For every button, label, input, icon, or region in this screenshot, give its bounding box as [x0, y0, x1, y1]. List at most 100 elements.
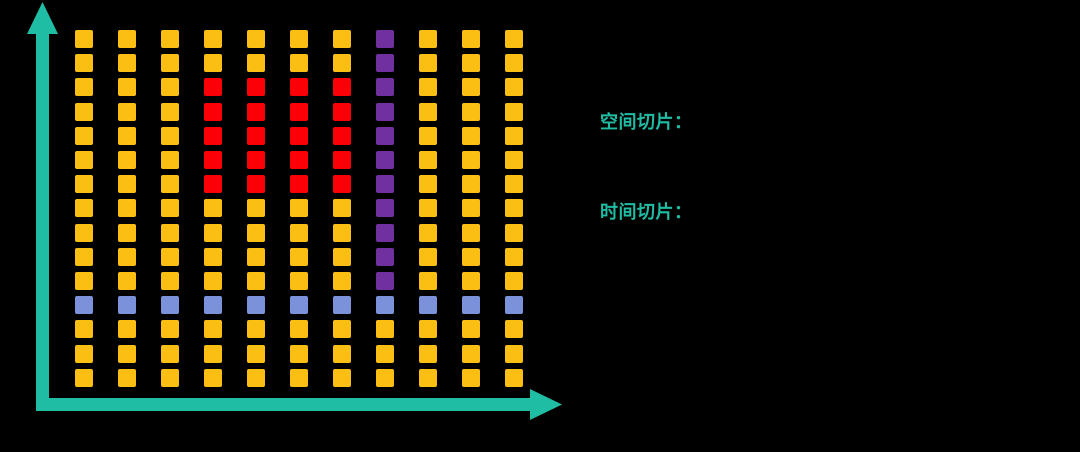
grid-cell — [75, 344, 93, 363]
grid-cell — [462, 247, 480, 266]
grid-cell — [376, 247, 394, 266]
grid-cell — [376, 296, 394, 315]
grid-cell — [505, 344, 523, 363]
grid-cell — [247, 126, 265, 145]
grid-cell — [333, 126, 351, 145]
grid-cell — [505, 102, 523, 121]
grid-cell — [376, 126, 394, 145]
grid-cell — [161, 102, 179, 121]
grid-cell — [333, 223, 351, 242]
grid-cell — [462, 272, 480, 290]
grid-cell — [204, 296, 222, 315]
grid-cell — [333, 344, 351, 363]
grid-cell — [118, 368, 136, 387]
grid-cell — [204, 199, 222, 218]
grid-cell — [75, 223, 93, 242]
grid-cell — [161, 126, 179, 145]
grid-cell — [462, 199, 480, 218]
grid-cell — [505, 296, 523, 315]
grid-cell — [505, 223, 523, 242]
grid-cell — [333, 175, 351, 194]
grid-cell — [419, 30, 437, 48]
grid-cell — [161, 223, 179, 242]
grid-cell — [505, 151, 523, 169]
grid-cell — [462, 368, 480, 387]
grid-cell — [118, 102, 136, 121]
grid-cell — [204, 175, 222, 194]
grid-cell — [376, 368, 394, 387]
grid-cell — [462, 30, 480, 48]
grid-cell — [75, 175, 93, 194]
grid-cell — [333, 296, 351, 315]
temporal-slice-label: 时间切片： — [600, 202, 693, 223]
grid-cell — [333, 199, 351, 218]
grid-cell — [118, 151, 136, 169]
grid-cell — [118, 296, 136, 315]
grid-cell — [462, 175, 480, 194]
grid-cell — [462, 126, 480, 145]
grid-cell — [75, 199, 93, 218]
grid-cell — [118, 320, 136, 339]
grid-cell — [419, 54, 437, 73]
grid-cell — [118, 199, 136, 218]
grid-cell — [505, 175, 523, 194]
grid-cell — [247, 102, 265, 121]
grid-cell — [505, 247, 523, 266]
grid-cell — [161, 320, 179, 339]
grid-cell — [75, 368, 93, 387]
grid-cell — [204, 368, 222, 387]
grid-cell — [419, 223, 437, 242]
grid-cell — [75, 30, 93, 48]
grid-cell — [161, 272, 179, 290]
grid-cell — [204, 272, 222, 290]
grid-cell — [161, 78, 179, 97]
grid-cell — [505, 199, 523, 218]
grid-cell — [505, 320, 523, 339]
grid-cell — [462, 320, 480, 339]
grid-cell — [505, 78, 523, 97]
grid-cell — [462, 151, 480, 169]
grid-cell — [333, 320, 351, 339]
grid-cell — [118, 247, 136, 266]
grid-cell — [376, 199, 394, 218]
grid-cell — [161, 30, 179, 48]
grid-cell — [462, 296, 480, 315]
grid-cell — [419, 78, 437, 97]
grid-cell — [419, 175, 437, 194]
grid-cell — [419, 102, 437, 121]
grid-cell — [247, 151, 265, 169]
grid-cell — [290, 54, 308, 73]
grid-cell — [290, 272, 308, 290]
grid-cell — [75, 247, 93, 266]
grid-cell — [333, 78, 351, 97]
grid-cell — [161, 54, 179, 73]
grid-cell — [333, 368, 351, 387]
grid-cell — [247, 320, 265, 339]
grid-cell — [75, 102, 93, 121]
grid-cell — [161, 247, 179, 266]
grid-cell — [462, 223, 480, 242]
grid-cell — [290, 320, 308, 339]
grid-cell — [290, 223, 308, 242]
grid-cell — [376, 102, 394, 121]
grid-cell — [419, 151, 437, 169]
grid-cell — [376, 320, 394, 339]
grid-cell — [505, 368, 523, 387]
grid-cell — [290, 344, 308, 363]
grid-cell — [247, 78, 265, 97]
grid-cell — [204, 102, 222, 121]
grid-cell — [75, 296, 93, 315]
grid-cell — [419, 199, 437, 218]
grid-cell — [290, 175, 308, 194]
grid-cell — [419, 320, 437, 339]
grid-cell — [505, 272, 523, 290]
grid-cell — [204, 223, 222, 242]
grid-cell — [333, 151, 351, 169]
grid-cell — [118, 272, 136, 290]
grid-cell — [118, 30, 136, 48]
grid-cell — [462, 344, 480, 363]
grid-cell — [290, 199, 308, 218]
grid-cell — [247, 30, 265, 48]
grid-cell — [247, 344, 265, 363]
